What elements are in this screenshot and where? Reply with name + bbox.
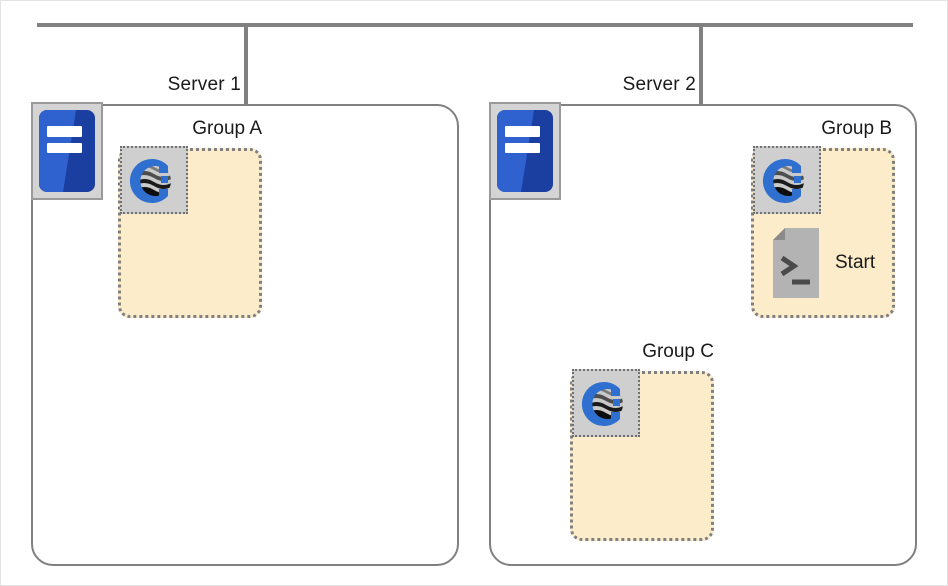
- server-slot-bar-1: [46, 126, 82, 138]
- server-chassis: [39, 110, 95, 192]
- server-1-machine-icon[interactable]: [31, 102, 103, 200]
- group-a-instance-icon[interactable]: [120, 146, 188, 214]
- script-label: Start: [835, 252, 876, 273]
- server-1-drop-line: [244, 23, 248, 105]
- glassfish-instance-icon: [129, 159, 171, 203]
- glassfish-instance-icon: [581, 382, 623, 426]
- server-chassis: [497, 110, 553, 192]
- network-bus-horizontal: [37, 23, 913, 27]
- script-terminal-icon: [773, 228, 819, 298]
- server-2-machine-icon[interactable]: [489, 102, 561, 200]
- server-slot-bar-1: [504, 126, 540, 138]
- server-2-drop-line: [699, 23, 703, 105]
- server-slot-bar-2: [504, 142, 540, 154]
- server-2-label: Server 2: [622, 74, 696, 95]
- glassfish-instance-icon: [762, 159, 804, 203]
- group-b-instance-icon[interactable]: [753, 146, 821, 214]
- group-c-instance-icon[interactable]: [572, 369, 640, 437]
- server-1-label: Server 1: [167, 74, 241, 95]
- server-slot-bar-2: [46, 142, 82, 154]
- group-b-script-start[interactable]: Start: [773, 228, 875, 298]
- group-c-label: Group C: [642, 341, 714, 362]
- group-a-label: Group A: [192, 118, 262, 139]
- group-b-label: Group B: [821, 118, 892, 139]
